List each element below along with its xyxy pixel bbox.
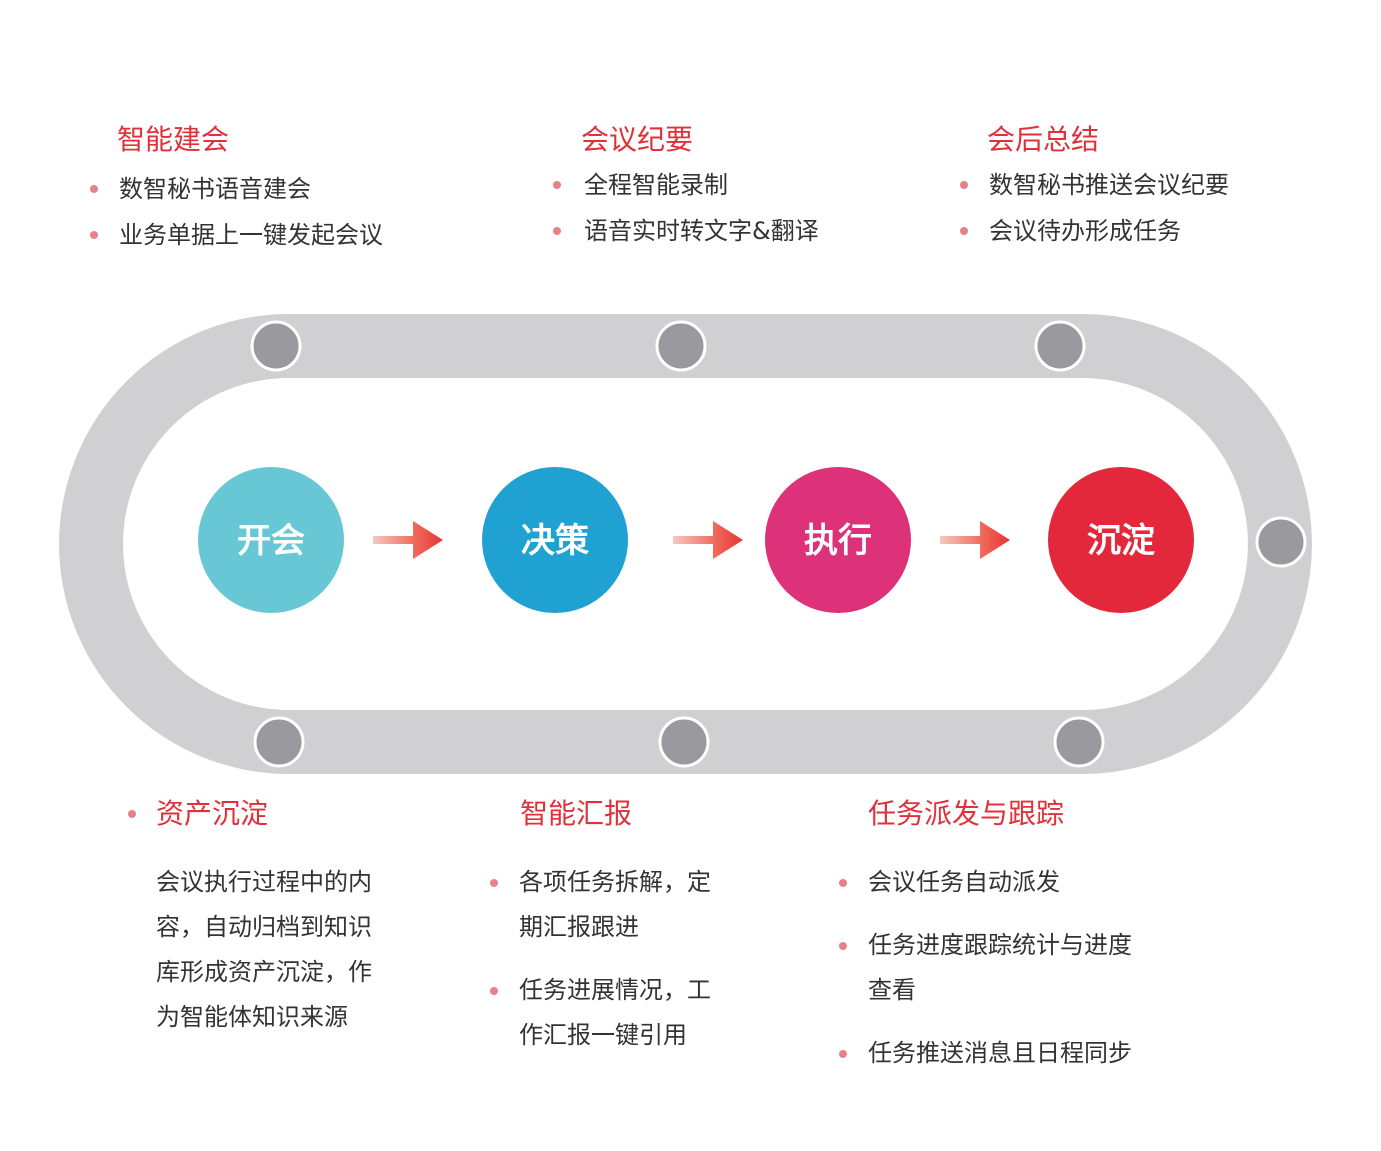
list-item: 业务单据上一键发起会议 (90, 212, 383, 258)
group-title: 会后总结 (987, 123, 1100, 156)
list-item-line: 各项任务拆解，定 (519, 868, 711, 896)
list-item: 全程智能录制 (553, 162, 819, 208)
stage-circle (198, 467, 344, 613)
loop-node-dot (1255, 516, 1307, 568)
group-post-meeting-summary: 会后总结 数智秘书推送会议纪要 会议待办形成任务 (960, 120, 1229, 254)
list-item: 语音实时转文字&翻译 (553, 208, 819, 254)
loop-node-dot (1034, 320, 1086, 372)
list-item: 数智秘书语音建会 (90, 166, 383, 212)
group-title: 会议纪要 (581, 123, 694, 156)
paragraph-line: 库形成资产沉淀，作 (156, 958, 372, 986)
loop-node-dot (250, 320, 302, 372)
group-title: 智能建会 (117, 123, 230, 156)
list-item-line: 任务进展情况，工 (519, 976, 711, 1004)
stage-circle (765, 467, 911, 613)
group-task-dispatch-tracking: 任务派发与跟踪 会议任务自动派发 任务进度跟踪统计与进度 查看 任务推送消息且日… (839, 794, 1132, 1076)
list-item-line: 期汇报跟进 (519, 913, 639, 941)
group-title: 智能汇报 (520, 797, 633, 830)
paragraph-line: 容，自动归档到知识 (156, 913, 372, 941)
stage-circle (482, 467, 628, 613)
group-smart-create: 智能建会 数智秘书语音建会 业务单据上一键发起会议 (90, 120, 383, 258)
loop-node-dot (655, 320, 707, 372)
loop-node-dot (1053, 716, 1105, 768)
stage-label: 决策 (521, 521, 589, 561)
group-title: 任务派发与跟踪 (868, 797, 1065, 830)
flow-arrow-icon (673, 521, 743, 559)
stage-circle (1048, 467, 1194, 613)
list-item: 任务进度跟踪统计与进度 查看 (839, 923, 1132, 1013)
list-item-line: 任务进度跟踪统计与进度 (868, 931, 1132, 959)
stage-node: 沉淀 (1048, 467, 1194, 613)
list-item: 数智秘书推送会议纪要 (960, 162, 1229, 208)
stage-label: 执行 (804, 521, 872, 561)
list-item: 各项任务拆解，定 期汇报跟进 (490, 860, 711, 950)
stage-node: 决策 (482, 467, 628, 613)
stage-node: 执行 (765, 467, 911, 613)
list-item-line: 作汇报一键引用 (519, 1021, 687, 1049)
group-asset-precipitation: 资产沉淀 会议执行过程中的内 容，自动归档到知识 库形成资产沉淀，作 为智能体知… (128, 794, 372, 1040)
flow-arrow-icon (373, 521, 443, 559)
loop-node-dot (253, 716, 305, 768)
list-item-line: 查看 (868, 976, 916, 1004)
paragraph-line: 为智能体知识来源 (156, 1003, 348, 1031)
list-item-line: 会议任务自动派发 (868, 868, 1060, 896)
list-item: 任务进展情况，工 作汇报一键引用 (490, 968, 711, 1058)
list-item: 任务推送消息且日程同步 (839, 1031, 1132, 1076)
group-smart-report: 智能汇报 各项任务拆解，定 期汇报跟进 任务进展情况，工 作汇报一键引用 (490, 794, 711, 1058)
list-item: 会议任务自动派发 (839, 860, 1132, 905)
paragraph-line: 会议执行过程中的内 (156, 868, 372, 896)
group-meeting-minutes: 会议纪要 全程智能录制 语音实时转文字&翻译 (553, 120, 819, 254)
list-item-line: 任务推送消息且日程同步 (868, 1039, 1132, 1067)
flow-arrow-icon (940, 521, 1010, 559)
group-title: 资产沉淀 (128, 794, 372, 834)
stage-label: 开会 (237, 521, 305, 561)
list-item: 会议待办形成任务 (960, 208, 1229, 254)
loop-node-dot (658, 716, 710, 768)
stage-label: 沉淀 (1087, 521, 1155, 561)
stage-node: 开会 (198, 467, 344, 613)
